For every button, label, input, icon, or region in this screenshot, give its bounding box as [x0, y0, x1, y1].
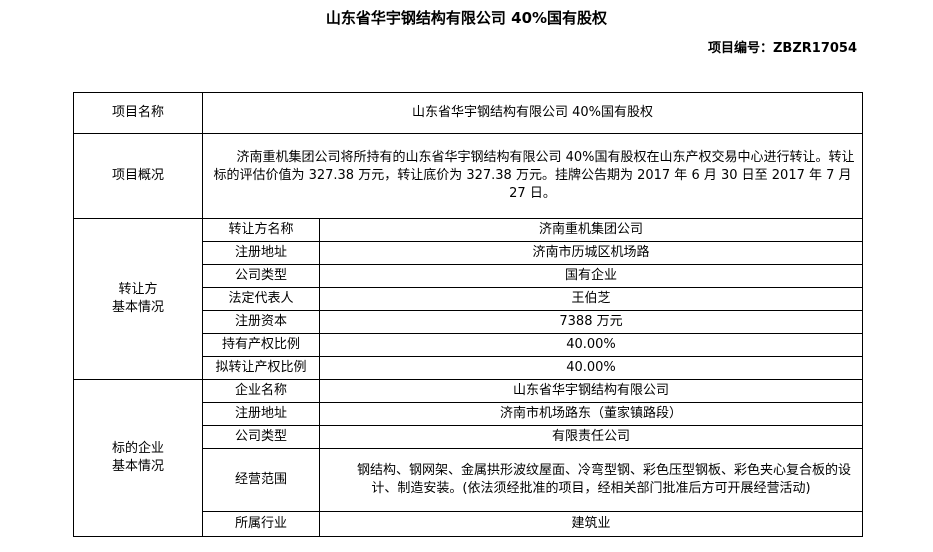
- field-label: 公司类型: [202, 264, 320, 288]
- table-row: 转让方 基本情况 转让方名称 济南重机集团公司: [73, 218, 863, 380]
- field-value: 7388 万元: [319, 310, 863, 334]
- table-row: 法定代表人 王伯芝: [74, 287, 863, 311]
- field-value: 国有企业: [319, 264, 863, 288]
- field-label: 注册地址: [202, 402, 320, 426]
- project-overview-cell: 济南重机集团公司将所持有的山东省华宇钢结构有限公司 40%国有股权在山东产权交易…: [202, 133, 863, 219]
- target-label-line2: 基本情况: [111, 459, 164, 474]
- field-value: 建筑业: [319, 511, 863, 537]
- field-value: 40.00%: [319, 356, 863, 380]
- table-row: 所属行业 建筑业: [74, 511, 863, 537]
- table-row: 经营范围 钢结构、钢网架、金属拱形波纹屋面、冷弯型钢、彩色压型钢板、彩色夹心复合…: [74, 448, 863, 512]
- field-label: 所属行业: [202, 511, 320, 537]
- table-row: 标的企业 基本情况 企业名称 山东省华宇钢结构有限公司: [73, 379, 863, 537]
- field-label: 持有产权比例: [202, 333, 320, 357]
- field-label: 经营范围: [202, 448, 320, 512]
- table-row-project-overview: 项目概况 济南重机集团公司将所持有的山东省华宇钢结构有限公司 40%国有股权在山…: [73, 133, 863, 219]
- table-row: 拟转让产权比例 40.00%: [74, 356, 863, 380]
- project-name-label: 项目名称: [73, 92, 203, 134]
- table-row: 注册地址 济南市历城区机场路: [74, 241, 863, 265]
- field-label: 注册资本: [202, 310, 320, 334]
- field-label: 拟转让产权比例: [202, 356, 320, 380]
- business-scope-value: 钢结构、钢网架、金属拱形波纹屋面、冷弯型钢、彩色压型钢板、彩色夹心复合板的设计、…: [356, 463, 851, 496]
- field-label: 公司类型: [202, 425, 320, 449]
- project-code: 项目编号：ZBZR17054: [708, 41, 857, 56]
- field-value: 济南市历城区机场路: [319, 241, 863, 265]
- project-overview-label: 项目概况: [73, 133, 203, 219]
- page-title: 山东省华宇钢结构有限公司 40%国有股权: [325, 9, 608, 27]
- field-label: 法定代表人: [202, 287, 320, 311]
- field-label: 企业名称: [202, 379, 320, 403]
- field-value: 济南重机集团公司: [319, 218, 863, 242]
- field-value: 济南市机场路东（董家镇路段）: [319, 402, 863, 426]
- transferor-section-label: 转让方 基本情况: [73, 218, 203, 380]
- project-name-value: 山东省华宇钢结构有限公司 40%国有股权: [202, 92, 863, 134]
- table-row: 注册地址 济南市机场路东（董家镇路段）: [74, 402, 863, 426]
- table-row: 持有产权比例 40.00%: [74, 333, 863, 357]
- field-value: 有限责任公司: [319, 425, 863, 449]
- transferor-label-line1: 转让方: [118, 282, 158, 297]
- table-row: 注册资本 7388 万元: [74, 310, 863, 334]
- project-info-table: 项目名称 山东省华宇钢结构有限公司 40%国有股权 项目概况 济南重机集团公司将…: [73, 92, 863, 537]
- transferor-label-line2: 基本情况: [111, 300, 164, 315]
- business-scope-cell: 钢结构、钢网架、金属拱形波纹屋面、冷弯型钢、彩色压型钢板、彩色夹心复合板的设计、…: [319, 448, 863, 512]
- field-label: 注册地址: [202, 241, 320, 265]
- field-label: 转让方名称: [202, 218, 320, 242]
- table-row: 公司类型 国有企业: [74, 264, 863, 288]
- table-row: 公司类型 有限责任公司: [74, 425, 863, 449]
- field-value: 王伯芝: [319, 287, 863, 311]
- table-row-project-name: 项目名称 山东省华宇钢结构有限公司 40%国有股权: [73, 92, 863, 134]
- target-section-label: 标的企业 基本情况: [73, 379, 203, 537]
- field-value: 40.00%: [319, 333, 863, 357]
- project-overview-value: 济南重机集团公司将所持有的山东省华宇钢结构有限公司 40%国有股权在山东产权交易…: [213, 150, 855, 201]
- field-value: 山东省华宇钢结构有限公司: [319, 379, 863, 403]
- target-label-line1: 标的企业: [111, 441, 164, 456]
